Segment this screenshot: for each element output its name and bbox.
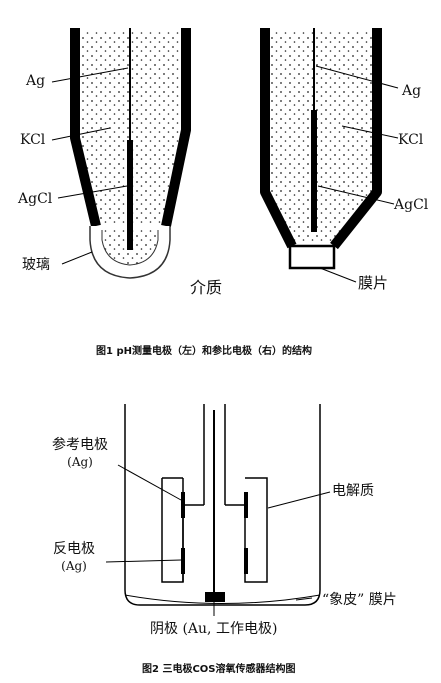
- label-left-agcl: AgCl: [18, 191, 53, 207]
- ph-electrode-left-wall: [70, 28, 101, 228]
- label-glass: 玻璃: [22, 257, 50, 273]
- label-counter-electrode: 反电极: [53, 541, 95, 557]
- label-right-kcl: KCl: [398, 132, 424, 148]
- label-membrane: 膜片: [358, 274, 389, 292]
- label-counter-electrode-material: (Ag): [61, 559, 87, 573]
- label-right-ag: Ag: [402, 83, 422, 99]
- ph-electrode: [51, 28, 191, 279]
- sensor-vessel: [124, 404, 321, 606]
- label-left-kcl: KCl: [20, 132, 46, 148]
- label-left-ag: Ag: [26, 73, 46, 89]
- reference-electrode-ag: [181, 492, 185, 518]
- label-medium: 介质: [190, 278, 223, 297]
- rubber-membrane: [124, 594, 321, 604]
- figure1-caption: 图1 pH测量电极（左）和参比电极（右）的结构: [96, 346, 312, 357]
- cos-sensor: [105, 404, 331, 616]
- ph-electrode-right-wall: [161, 28, 191, 228]
- figure2-caption: 图2 三电极COS溶氧传感器结构图: [142, 664, 296, 675]
- label-ref-electrode: 参考电极: [52, 437, 108, 453]
- membrane-block: [288, 244, 336, 270]
- label-electrolyte: 电解质: [332, 483, 374, 499]
- label-cathode: 阴极 (Au, 工作电极): [150, 621, 278, 637]
- cathode-block: [205, 592, 225, 602]
- reference-electrode: [260, 28, 399, 283]
- ref-electrode-left-wall: [260, 28, 297, 249]
- label-right-agcl: AgCl: [394, 197, 429, 213]
- label-rubber-membrane: “象皮” 膜片: [322, 592, 397, 608]
- right-electrode-body: [225, 477, 268, 583]
- counter-electrode-ag: [181, 548, 185, 574]
- label-ref-electrode-material: (Ag): [67, 455, 93, 469]
